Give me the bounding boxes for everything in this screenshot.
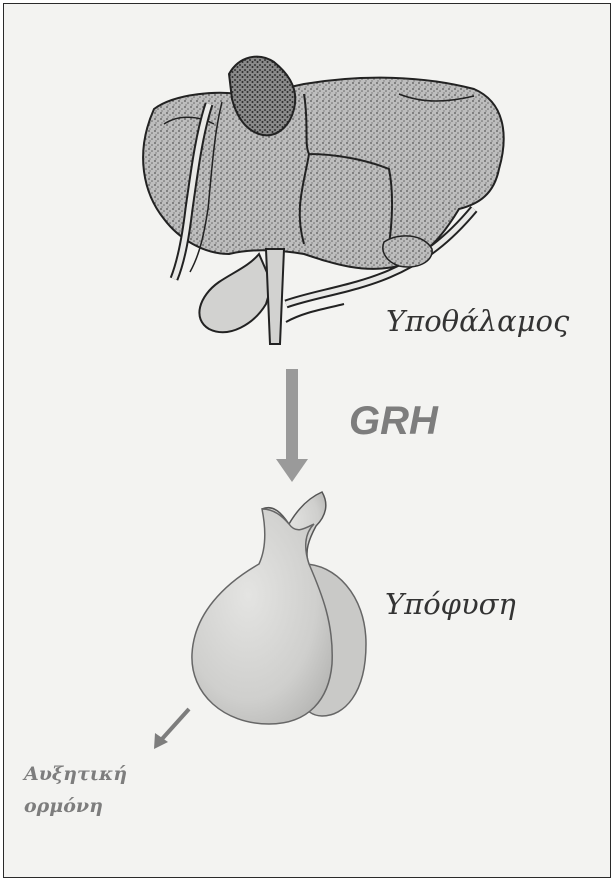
growth-hormone-label-line1: Αυξητική [24, 758, 127, 790]
grh-arrow [276, 369, 308, 482]
endocrine-diagram [4, 4, 611, 878]
pituitary-illustration [192, 492, 366, 724]
grh-label: GRH [349, 399, 438, 444]
growth-hormone-label-line2: ορμόνη [24, 790, 127, 822]
diagram-frame: Υποθάλαμος GRH Υπόφυση Αυξητική ορμόνη [3, 3, 611, 878]
pituitary-label: Υπόφυση [385, 587, 516, 621]
hypothalamus-illustration [143, 57, 504, 344]
growth-hormone-arrow [154, 709, 189, 749]
growth-hormone-label: Αυξητική ορμόνη [24, 758, 127, 822]
hypothalamus-label: Υποθάλαμος [386, 304, 569, 338]
